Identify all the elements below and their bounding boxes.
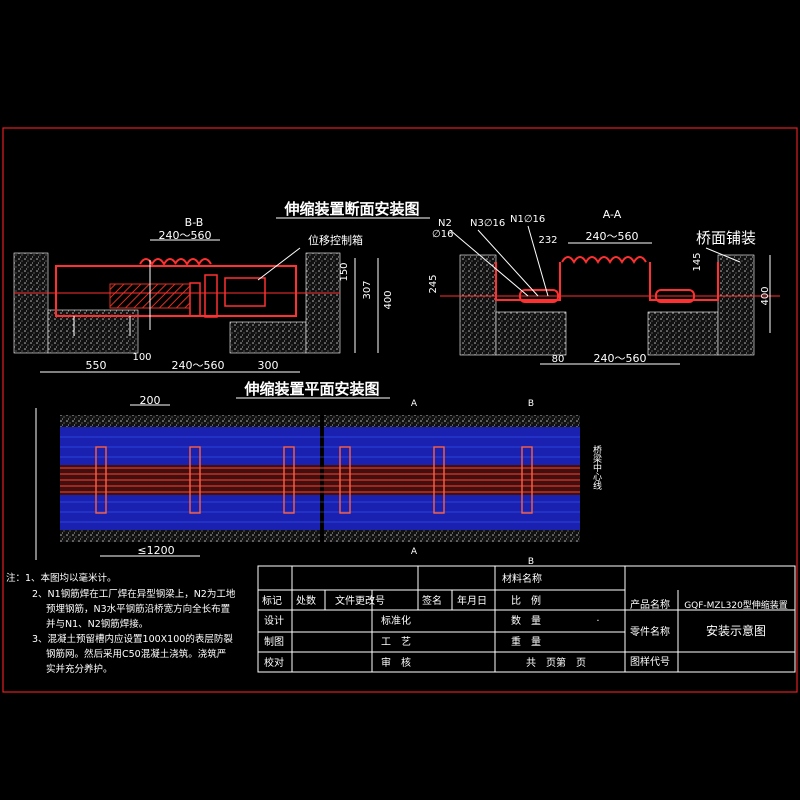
- bb-dim-307: 307: [362, 280, 373, 299]
- tb-bili: 比 例: [511, 594, 541, 607]
- left-abutment: [13, 252, 49, 354]
- plan-title: 伸缩装置平面安装图: [243, 380, 379, 398]
- note-2-line-3: 并与N1、N2钢筋焊接。: [46, 618, 148, 630]
- note-3-line-3: 实并充分养护。: [46, 663, 113, 675]
- tb-qianming: 签名: [422, 594, 442, 607]
- bb-label: B-B: [185, 216, 204, 229]
- bb-dim-550: 550: [86, 359, 107, 372]
- aa-right-abutment: [717, 254, 755, 356]
- tb-product-label: 产品名称: [630, 598, 670, 611]
- plan-view: 200 ≤1200 A B A B 桥梁中心线: [35, 394, 602, 567]
- bridge-deck-label: 桥面铺装: [696, 229, 756, 247]
- tb-drawing-code-label: 图样代号: [630, 655, 670, 668]
- aa-left-abutment: [459, 254, 497, 356]
- tb-nianyueri: 年月日: [457, 594, 487, 607]
- section-title: 伸缩装置断面安装图: [283, 200, 419, 218]
- bb-dim-150: 150: [339, 262, 350, 281]
- tb-chushu: 处数: [296, 594, 316, 607]
- note-3-line-2: 钢筋网。然后采用C50混凝土浇筑。浇筑严: [46, 648, 226, 660]
- tb-zhitu: 制图: [264, 635, 284, 648]
- bb-dim-400: 400: [383, 290, 394, 309]
- note-3-line-1: 3、混凝土预留槽内应设置100X100的表层防裂: [32, 633, 233, 645]
- aa-dim-240-560: 240～560: [594, 352, 647, 365]
- tb-dot: ·: [596, 616, 599, 627]
- left-slab: [47, 309, 139, 354]
- tb-sheji: 设计: [264, 614, 284, 627]
- tb-shenhe: 审 核: [381, 656, 411, 669]
- label-n2-dia: ∅16: [432, 229, 453, 240]
- right-abutment: [305, 252, 341, 354]
- bb-top-dim: 240～560: [159, 229, 212, 242]
- title-block: 材料名称 标记 处数 文件更改号 签名 年月日 比 例 产品名称 GQF-MZL…: [257, 565, 796, 673]
- notes: 注：1、本图均以毫米计。 2、N1钢筋焊在工厂焊在异型钢梁上，N2为工地 预埋钢…: [6, 572, 236, 675]
- tb-material: 材料名称: [502, 572, 542, 585]
- tb-part-value: 安装示意图: [706, 623, 766, 638]
- bb-dim-240-560: 240～560: [172, 359, 225, 372]
- aa-dim-232: 232: [538, 235, 557, 246]
- aa-dim-145: 145: [692, 252, 703, 271]
- aa-label: A-A: [603, 208, 622, 221]
- note-2-line-1: 2、N1钢筋焊在工厂焊在异型钢梁上，N2为工地: [32, 588, 236, 600]
- section-aa: N2 ∅16 N3∅16 N1∅16 A-A 232 240～560 桥面铺装 …: [428, 208, 780, 365]
- aa-top-dim: 240～560: [586, 230, 639, 243]
- tb-shuliang: 数 量: [511, 614, 541, 627]
- tb-zhongliang: 重 量: [511, 635, 541, 648]
- tb-biaozhunhua: 标准化: [381, 614, 411, 627]
- aa-dim-80: 80: [552, 354, 565, 365]
- bb-dim-100: 100: [132, 352, 151, 363]
- label-n1: N1∅16: [510, 214, 545, 225]
- tb-wenjian: 文件更改号: [335, 594, 385, 607]
- aa-dim-400: 400: [760, 286, 771, 305]
- right-slab: [229, 321, 307, 354]
- displacement-box: [224, 277, 266, 307]
- plan-dim-200: 200: [140, 394, 161, 407]
- displacement-box-callout: 位移控制箱: [308, 233, 363, 247]
- tb-product-value: GQF-MZL320型伸缩装置: [684, 599, 788, 611]
- tb-gongyi: 工 艺: [381, 636, 411, 648]
- label-n3: N3∅16: [470, 218, 505, 229]
- label-n2: N2: [438, 218, 452, 229]
- tb-biaoji: 标记: [262, 595, 282, 607]
- drawing-frame: [2, 127, 798, 693]
- plan-mark-a-bottom: A: [411, 547, 418, 557]
- tb-page-count: 共 页第 页: [526, 656, 586, 669]
- recess-outline: [55, 265, 297, 317]
- bb-dim-300: 300: [258, 359, 279, 372]
- tb-jiaodui: 校对: [264, 656, 284, 669]
- note-2-line-2: 预埋钢筋，N3水平钢筋沿桥宽方向全长布置: [46, 603, 230, 615]
- tb-part-label: 零件名称: [630, 625, 670, 638]
- section-bb: B-B 240～560 位移控制箱 150 307 400 550 100 24…: [13, 216, 394, 373]
- note-1: 注：1、本图均以毫米计。: [6, 572, 117, 584]
- bridge-centerline-label: 桥梁中心线: [591, 444, 602, 490]
- aa-dim-245: 245: [428, 274, 439, 293]
- plan-mark-b-bottom: B: [528, 557, 534, 567]
- plan-dim-1200: ≤1200: [137, 544, 174, 557]
- plan-mark-a-top: A: [411, 399, 418, 409]
- plan-mark-b-top: B: [528, 399, 534, 409]
